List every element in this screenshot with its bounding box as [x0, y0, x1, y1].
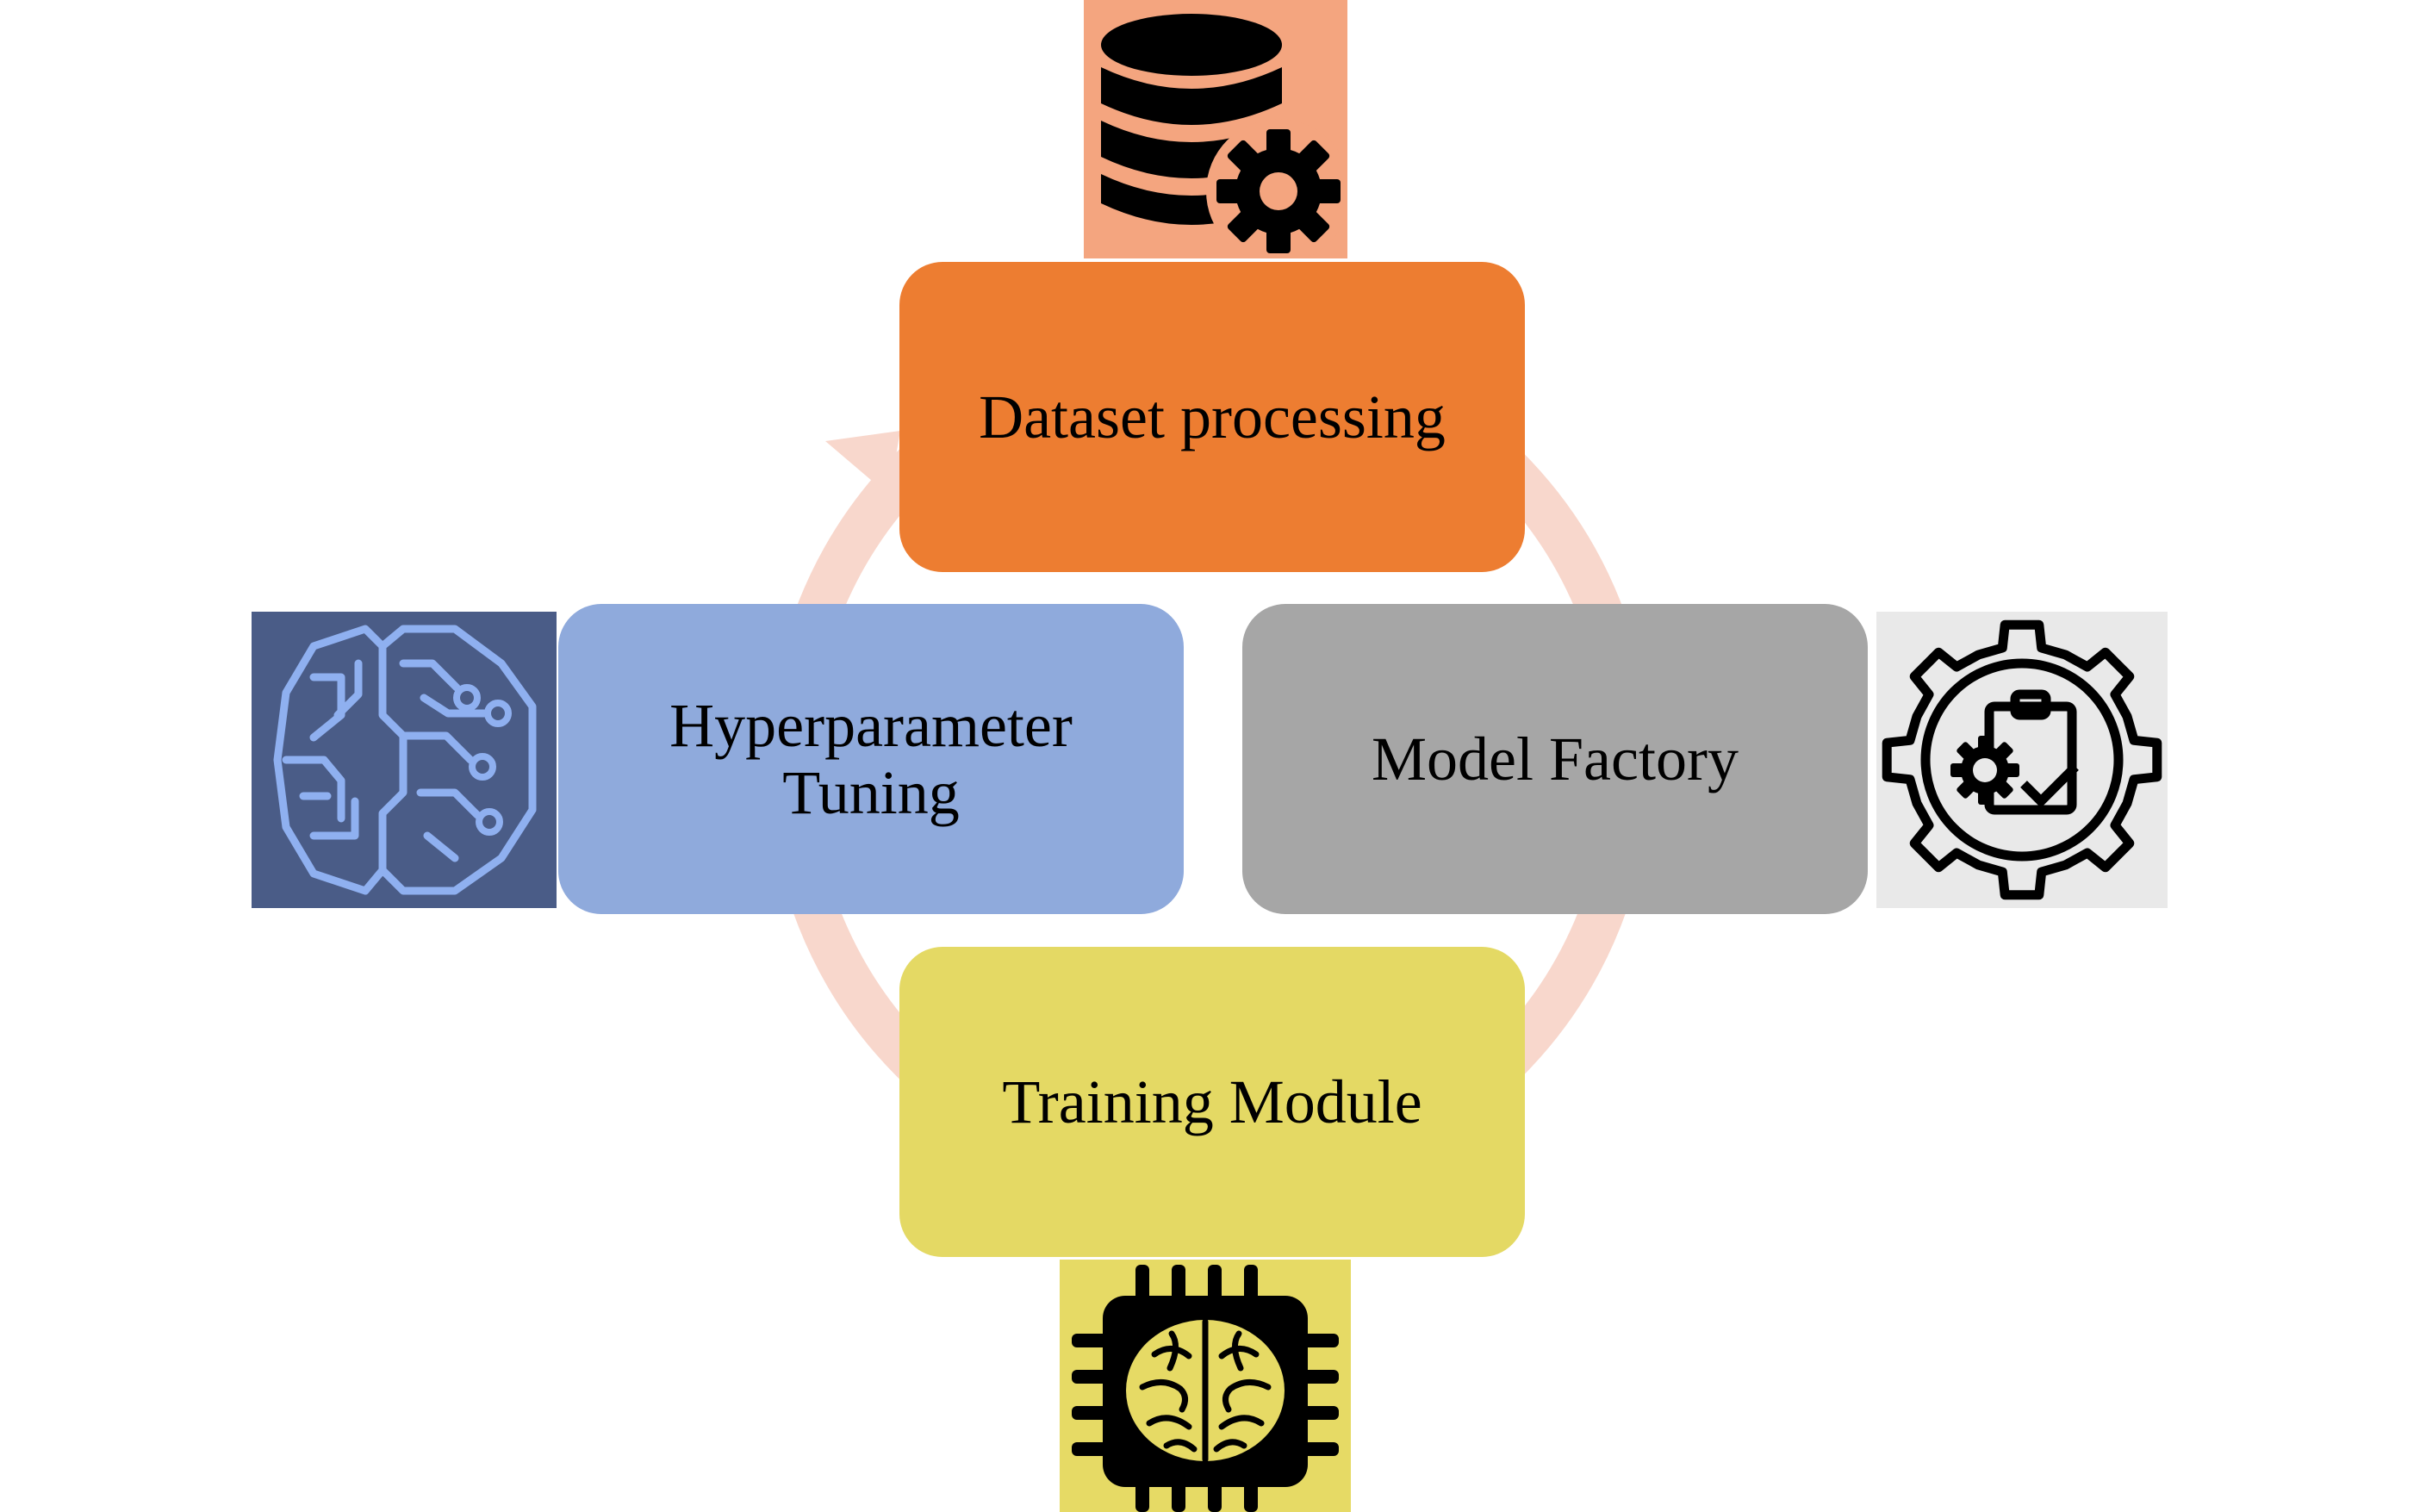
node-model-factory: Model Factory: [1242, 604, 1868, 914]
node-label: Hyperparameter Tuning: [669, 691, 1073, 827]
node-label: Training Module: [1002, 1067, 1422, 1136]
node-hyperparameter-tuning: Hyperparameter Tuning: [558, 604, 1184, 914]
gear-clipboard-check-icon: [1876, 612, 2168, 908]
circuit-brain-icon: [252, 612, 557, 908]
chip-brain-icon: [1060, 1260, 1351, 1512]
cycle-arrowhead: [825, 431, 900, 495]
node-label: Model Factory: [1372, 725, 1739, 793]
node-dataset-processing: Dataset processing: [899, 262, 1525, 572]
node-label: Dataset processing: [979, 383, 1446, 451]
node-training-module: Training Module: [899, 947, 1525, 1257]
database-gear-icon: [1084, 0, 1347, 258]
